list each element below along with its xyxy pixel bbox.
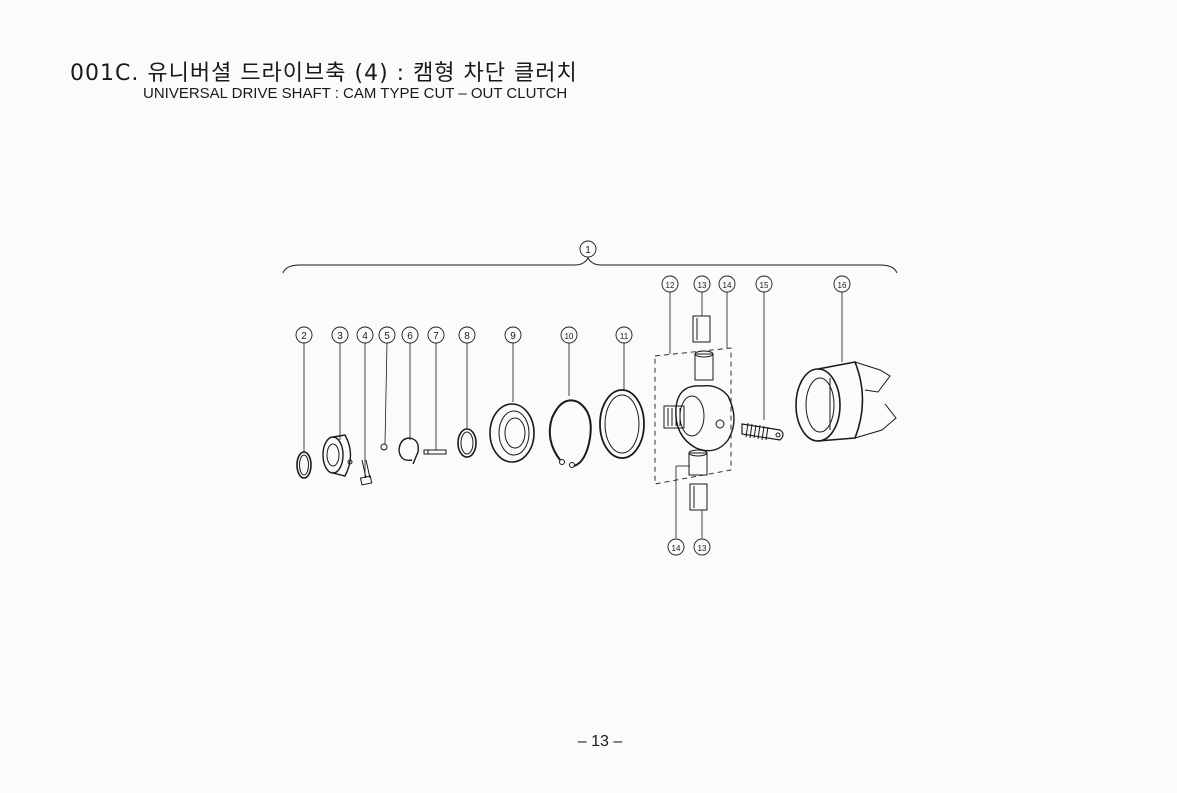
- callout-9: 9: [504, 326, 522, 344]
- callout-4: 4: [356, 326, 374, 344]
- part-bolt: [359, 459, 373, 486]
- callout-16: 16: [833, 275, 851, 293]
- hub-group-box: [654, 347, 732, 485]
- page-title-korean: 001C. 유니버셜 드라이브축 (4) : 캠형 차단 클러치: [70, 55, 578, 87]
- callout-13-top: 13: [693, 275, 711, 293]
- callout-7-label: 7: [433, 331, 439, 342]
- callout-8-label: 8: [464, 331, 470, 342]
- part-yoke: [795, 361, 897, 442]
- callout-3: 3: [331, 326, 349, 344]
- leader-lines: [303, 292, 843, 538]
- part-ball: [380, 443, 388, 451]
- callout-11: 11: [615, 326, 633, 344]
- title-korean-text: 유니버셜 드라이브축 (4) : 캠형 차단 클러치: [147, 61, 578, 86]
- callout-2: 2: [295, 326, 313, 344]
- callout-14-bottom-label: 14: [672, 544, 681, 553]
- callout-12-label: 12: [666, 281, 675, 290]
- callout-14-bottom: 14: [667, 538, 685, 556]
- callout-12: 12: [661, 275, 679, 293]
- callout-9-label: 9: [510, 331, 516, 342]
- section-code: 001C.: [70, 61, 140, 86]
- part-plate: [489, 403, 535, 463]
- part-snap-ring: [296, 451, 312, 479]
- callout-13-bottom: 13: [693, 538, 711, 556]
- callout-10-label: 10: [565, 332, 574, 341]
- callout-5-label: 5: [384, 331, 390, 342]
- callout-6-label: 6: [407, 331, 413, 342]
- callout-14-top-label: 14: [723, 281, 732, 290]
- part-bearing-block-top: [692, 315, 711, 343]
- callout-7: 7: [427, 326, 445, 344]
- callout-4-label: 4: [362, 331, 368, 342]
- callout-8: 8: [458, 326, 476, 344]
- callout-13-bottom-label: 13: [698, 544, 707, 553]
- part-spring-clip: [398, 437, 420, 465]
- callout-16-label: 16: [838, 281, 847, 290]
- callout-3-label: 3: [337, 331, 343, 342]
- callout-15: 15: [755, 275, 773, 293]
- part-bearing-block-bottom: [689, 483, 708, 511]
- part-large-ring: [599, 389, 645, 459]
- callout-15-label: 15: [760, 281, 769, 290]
- page-number: – 13 –: [577, 733, 623, 750]
- part-pin: [423, 449, 447, 455]
- assembly-bracket: [282, 256, 898, 274]
- title-block: 001C. 유니버셜 드라이브축 (4) : 캠형 차단 클러치 UNIVERS…: [70, 55, 578, 102]
- callout-10: 10: [560, 326, 578, 344]
- callout-14-top: 14: [718, 275, 736, 293]
- callout-13-top-label: 13: [698, 281, 707, 290]
- part-o-ring: [457, 428, 477, 458]
- part-collar: [322, 434, 353, 477]
- part-spring-pin: [741, 422, 784, 441]
- callout-5: 5: [378, 326, 396, 344]
- callout-11-label: 11: [620, 332, 629, 341]
- callout-6: 6: [401, 326, 419, 344]
- callout-1-label: 1: [585, 245, 591, 256]
- part-circlip: [548, 399, 592, 468]
- callout-1: 1: [579, 240, 597, 258]
- page-title-english: UNIVERSAL DRIVE SHAFT : CAM TYPE CUT – O…: [143, 85, 568, 102]
- part-hub-housing: [663, 350, 735, 476]
- callout-2-label: 2: [301, 331, 307, 342]
